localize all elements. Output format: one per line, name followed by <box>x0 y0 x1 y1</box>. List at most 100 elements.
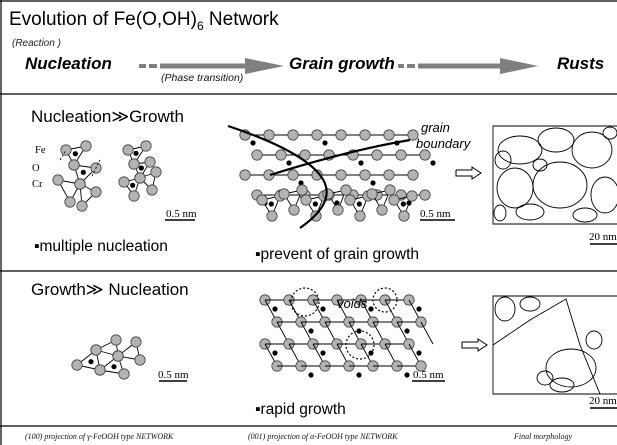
o-atom <box>416 350 422 356</box>
fe-atom <box>335 169 347 181</box>
o-atom <box>272 306 278 312</box>
fe-atom <box>130 336 142 348</box>
scale-label-row2-left: 0.5 nm <box>158 369 189 381</box>
fe-atom <box>415 360 427 372</box>
bullet-rapid-growth: ▪rapid growth <box>255 401 346 418</box>
fe-atom <box>383 129 395 141</box>
fe-atom <box>112 350 124 362</box>
reaction-label: (Reaction ) <box>12 38 61 49</box>
fe-atom <box>118 368 130 380</box>
fe-atom <box>263 129 275 141</box>
grain-label: grain <box>421 120 450 135</box>
fe-atom <box>275 149 287 161</box>
o-atom <box>312 201 318 207</box>
fe-atom <box>128 190 140 202</box>
fe-atom <box>300 194 312 206</box>
bullet-prevent-grain-growth: ▪prevent of grain growth <box>255 246 420 263</box>
caption-final-morphology: Final morphology <box>514 432 572 441</box>
fe-atom <box>68 159 80 171</box>
fe-atom <box>150 166 162 178</box>
open-arrow-row2 <box>461 338 488 352</box>
o-atom <box>370 180 376 186</box>
fe-atom <box>74 178 86 190</box>
fe-atom <box>376 204 388 216</box>
o-atom <box>88 359 94 365</box>
fe-atom <box>311 129 323 141</box>
fe-atom <box>263 169 275 181</box>
o-atom <box>356 201 362 207</box>
void-circle <box>345 330 375 360</box>
o-atom <box>356 372 362 378</box>
fe-atom <box>76 200 88 212</box>
fe-atom <box>239 169 251 181</box>
fe-atom <box>128 158 140 170</box>
fe-atom <box>359 129 371 141</box>
fe-atom <box>52 174 64 186</box>
fe-atom <box>395 149 407 161</box>
stage-rusts: Rusts <box>557 54 605 73</box>
fe-atom <box>266 210 278 222</box>
fe-atom <box>90 186 102 198</box>
fe-atom <box>134 354 146 366</box>
fe-atom <box>80 140 92 152</box>
void-circle <box>290 287 320 317</box>
fe-atom <box>71 359 83 371</box>
fe-atom <box>296 184 308 196</box>
o-atom <box>298 180 304 186</box>
o-atom <box>272 350 278 356</box>
o-atom <box>404 372 410 378</box>
o-atom <box>308 372 314 378</box>
fe-atom <box>110 334 122 346</box>
grain-morphology-row2 <box>492 295 617 395</box>
o-atom <box>268 201 274 207</box>
voids-label: voids <box>337 296 368 311</box>
grain-morphology-row1 <box>492 125 617 225</box>
fe-atom <box>90 344 102 356</box>
fe-atom <box>311 169 323 181</box>
fe-atom <box>419 149 431 161</box>
fe-atom <box>144 156 156 168</box>
fe-atom <box>407 169 419 181</box>
fe-atom <box>340 184 352 196</box>
o-atom <box>250 140 256 146</box>
o-atom <box>80 169 86 175</box>
page-title: Evolution of Fe(O,OH)6 Network <box>9 9 279 33</box>
fe-atom <box>407 129 419 141</box>
fe-atom <box>134 172 146 184</box>
fe-atom <box>398 210 410 222</box>
fe-atom <box>60 144 72 156</box>
stage-grain-growth: Grain growth <box>289 54 395 73</box>
fe-atom <box>64 196 76 208</box>
fe-atom <box>406 190 418 202</box>
scale-label-row1-right: 20 nm <box>589 231 617 243</box>
o-atom <box>368 306 374 312</box>
o-atom <box>133 150 139 156</box>
open-arrow-row1 <box>455 166 482 180</box>
o-atom <box>400 201 406 207</box>
fe-atom <box>287 129 299 141</box>
caption-gamma: (100) projection of γ-FeOOH type NETWORK <box>25 432 174 441</box>
fe-atom <box>359 169 371 181</box>
fe-atom <box>256 194 268 206</box>
fe-atom <box>332 204 344 216</box>
fe-atom <box>354 210 366 222</box>
o-atom <box>130 182 136 188</box>
fe-atom <box>366 188 378 200</box>
o-atom <box>286 160 292 166</box>
row2-heading: Growth≫ Nucleation <box>31 280 189 299</box>
bond-line <box>420 321 434 345</box>
fe-atom <box>278 188 290 200</box>
fe-atom <box>371 149 383 161</box>
fe-atom <box>118 176 130 188</box>
o-atom <box>320 350 326 356</box>
scale-label-row1-mid: 0.5 nm <box>420 208 451 220</box>
fe-atom <box>94 364 106 376</box>
fe-atom <box>146 184 158 196</box>
o-atom <box>138 165 144 171</box>
boundary-label: boundary <box>416 136 471 151</box>
arrow-grain-to-rusts <box>398 58 538 74</box>
grain-boundary-line <box>227 124 328 229</box>
scale-label-row2-right: 20 nm <box>589 395 617 407</box>
